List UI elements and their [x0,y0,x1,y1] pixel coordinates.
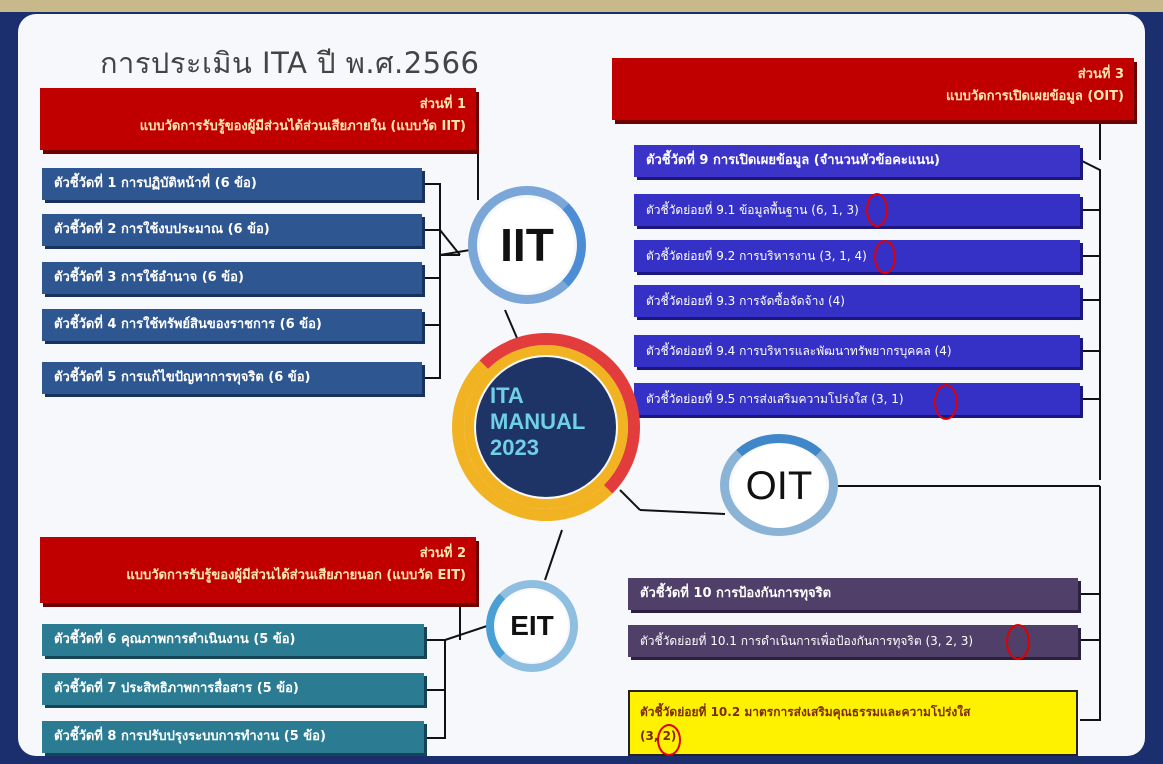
red-circle-mark-9-2 [874,240,896,274]
red-circle-mark-9-1 [866,193,888,227]
red-circle-mark-10-2 [657,724,681,756]
part1-header: ส่วนที่ 1 แบบวัดการรับรู้ของผู้มีส่วนได้… [40,88,476,150]
top-strip [0,0,1163,12]
indicator-10-2-highlight: ตัวชี้วัดย่อยที่ 10.2 มาตรการส่งเสริมคุณ… [628,690,1078,756]
part3-label: ส่วนที่ 3 [1077,67,1124,82]
red-circle-mark-9-5 [934,384,958,420]
indicator-10: ตัวชี้วัดที่ 10 การป้องกันการทุจริต [628,578,1078,610]
oit-ring [720,434,838,536]
indicator-10-1: ตัวชี้วัดย่อยที่ 10.1 การดำเนินการเพื่อป… [628,625,1078,657]
indicator-9: ตัวชี้วัดที่ 9 การเปิดเผยข้อมูล (จำนวนหั… [634,145,1080,177]
indicator-4: ตัวชี้วัดที่ 4 การใช้ทรัพย์สินของราชการ … [42,309,422,341]
indicator-9-4: ตัวชี้วัดย่อยที่ 9.4 การบริหารและพัฒนาทร… [634,335,1080,367]
eit-hub: EIT [496,590,568,662]
indicator-6: ตัวชี้วัดที่ 6 คุณภาพการดำเนินงาน (5 ข้อ… [42,624,424,656]
manual-line2: MANUAL [490,409,586,434]
part1-desc: แบบวัดการรับรู้ของผู้มีส่วนได้ส่วนเสียภา… [139,119,466,134]
indicator-9-3: ตัวชี้วัดย่อยที่ 9.3 การจัดซื้อจัดจ้าง (… [634,285,1080,317]
iit-label: IIT [500,219,554,271]
eit-ring [486,580,578,672]
manual-line1: ITA [490,383,524,408]
indicator-9-2: ตัวชี้วัดย่อยที่ 9.2 การบริหารงาน (3, 1,… [634,240,1080,272]
part3-desc: แบบวัดการเปิดเผยข้อมูล (OIT) [946,89,1124,104]
indicator-2: ตัวชี้วัดที่ 2 การใช้งบประมาณ (6 ข้อ) [42,214,422,246]
manual-inner-ring [464,345,628,509]
eit-label: EIT [510,610,554,641]
part3-header: ส่วนที่ 3 แบบวัดการเปิดเผยข้อมูล (OIT) [612,58,1134,120]
indicator-5: ตัวชี้วัดที่ 5 การแก้ไขปัญหาการทุจริต (6… [42,362,422,394]
oit-label: OIT [745,463,813,508]
indicator-10-2-line1: ตัวชี้วัดย่อยที่ 10.2 มาตรการส่งเสริมคุณ… [640,705,971,719]
indicator-1: ตัวชี้วัดที่ 1 การปฏิบัติหน้าที่ (6 ข้อ) [42,168,422,200]
manual-line3: 2023 [490,435,539,460]
part1-label: ส่วนที่ 1 [419,97,466,112]
part2-desc: แบบวัดการรับรู้ของผู้มีส่วนได้ส่วนเสียภา… [126,568,466,583]
indicator-7: ตัวชี้วัดที่ 7 ประสิทธิภาพการสื่อสาร (5 … [42,673,424,705]
iit-hub: IIT [480,198,574,292]
ita-manual-cover: ITA MANUAL 2023 [476,357,616,497]
indicator-8: ตัวชี้วัดที่ 8 การปรับปรุงระบบการทำงาน (… [42,721,424,753]
indicator-9-5: ตัวชี้วัดย่อยที่ 9.5 การส่งเสริมความโปร่… [634,383,1080,415]
part2-label: ส่วนที่ 2 [419,546,466,561]
red-circle-mark-10-1 [1006,624,1030,660]
indicator-9-1: ตัวชี้วัดย่อยที่ 9.1 ข้อมูลพื้นฐาน (6, 1… [634,194,1080,226]
indicator-3: ตัวชี้วัดที่ 3 การใช้อำนาจ (6 ข้อ) [42,262,422,294]
iit-ring [468,186,586,304]
part2-header: ส่วนที่ 2 แบบวัดการรับรู้ของผู้มีส่วนได้… [40,537,476,603]
oit-hub: OIT [732,444,826,528]
page-title: การประเมิน ITA ปี พ.ศ.2566 [100,46,480,80]
